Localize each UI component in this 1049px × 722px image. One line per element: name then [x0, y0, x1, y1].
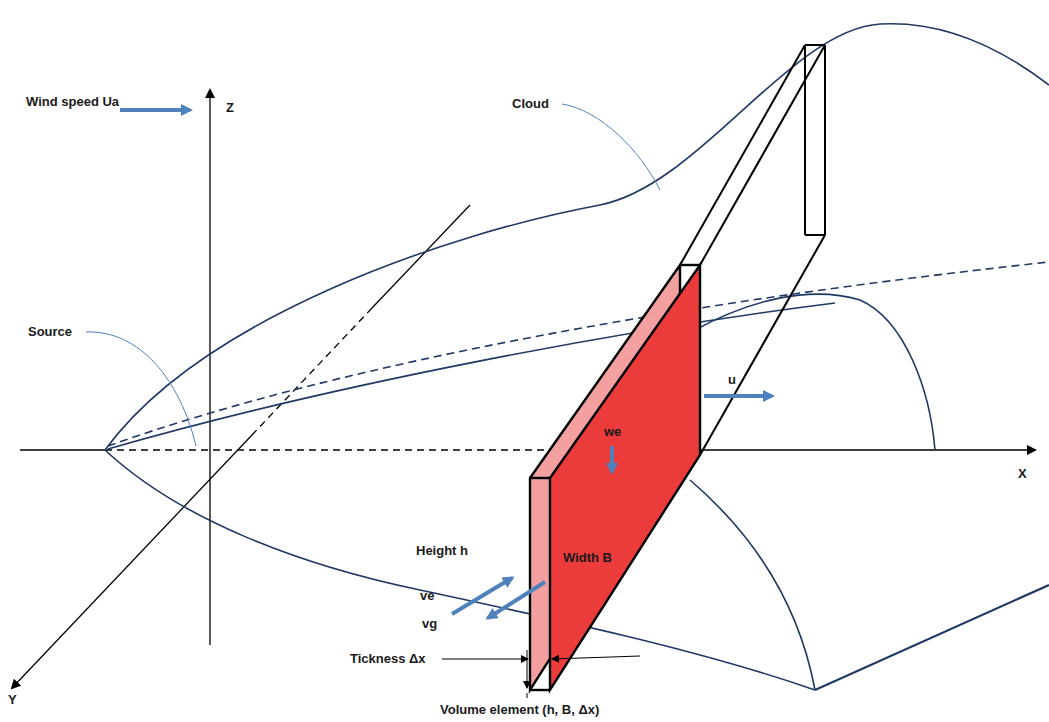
axes	[12, 90, 1035, 688]
dimension-label: Height h	[416, 543, 468, 559]
dimension-label: Width B	[563, 550, 612, 566]
leader-lines	[86, 104, 660, 446]
dimension-lines	[442, 650, 640, 698]
axis-label: Z	[226, 100, 234, 116]
velocity-label: u	[728, 372, 736, 388]
axis-label: X	[1018, 466, 1027, 482]
velocity-label: vg	[422, 616, 437, 632]
velocity-label: we	[604, 424, 621, 440]
slab-frames	[680, 45, 825, 455]
callout-label: Cloud	[512, 96, 549, 112]
dimension-label: Tickness Δx	[350, 651, 426, 667]
wind-label: Wind speed Ua	[26, 94, 119, 110]
callout-label: Volume element (h, B, Δx)	[440, 702, 599, 718]
axis-label: Y	[8, 692, 17, 708]
velocity-label: ve	[420, 588, 434, 604]
volume-front-face	[550, 265, 700, 690]
cloud-outline	[105, 24, 1049, 690]
callout-label: Source	[28, 324, 72, 340]
velocity-arrows	[120, 110, 772, 618]
